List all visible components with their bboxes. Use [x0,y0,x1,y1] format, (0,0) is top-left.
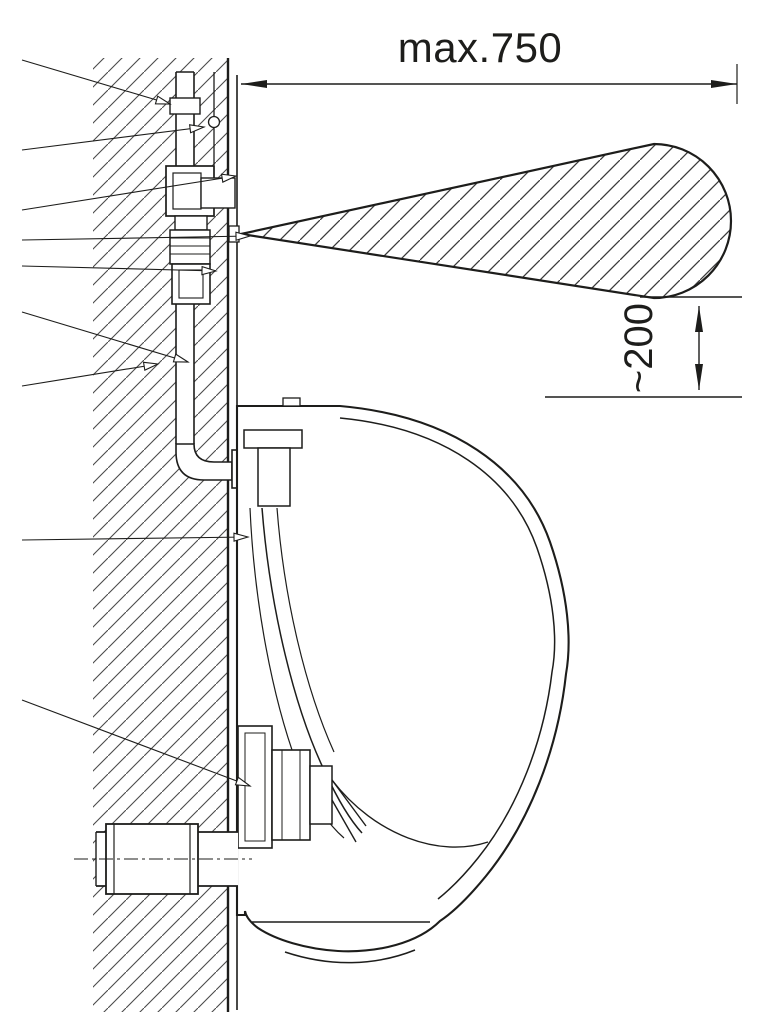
flush-valve-assembly [165,165,236,305]
valve-side-tab [200,177,236,209]
bowl-interior-line-2 [276,507,335,753]
valve-neck [174,215,208,231]
spreader-body [257,447,291,507]
urinal-base-back-edge [284,949,416,964]
drain-trap-assembly [237,725,367,849]
bowl-interior-line [261,507,363,834]
leader-lines [21,59,250,786]
leader-line-6 [21,311,188,362]
leader-line-4 [21,236,250,240]
spreader-flange [243,429,303,449]
dimension-label-height-offset: ~200 [617,303,661,393]
dimension-label-max-reach: max.750 [398,24,563,71]
leader-line-3 [21,176,236,211]
flush-valve-inner [172,172,202,210]
leader-line-9 [21,699,250,786]
drain-trap-body [271,749,311,841]
inlet-spreader [243,429,303,507]
sensor-window [228,225,240,243]
dimension-max-reach: max.750 [241,24,738,104]
leader-line-1 [21,59,170,104]
detection-zone [240,142,733,300]
drain-outlet-pipe-2 [331,799,357,843]
valve-bellows [169,229,211,265]
valve-lower-inner [178,269,204,299]
bowl-sump-line [331,779,489,848]
pipe-union [169,97,201,115]
sensor-cable-gland [207,115,221,129]
leader-line-7 [21,364,158,387]
trap-step [309,765,333,825]
drain-outlet-pipe [331,779,367,827]
drain-plate-inner [244,732,266,842]
urinal-inner-shell [339,417,556,900]
leader-line-5 [21,265,216,271]
leader-line-2 [21,127,204,151]
dimension-height-offset: ~200 [617,303,703,393]
leader-line-8 [21,537,248,540]
rim-lip [282,397,301,407]
